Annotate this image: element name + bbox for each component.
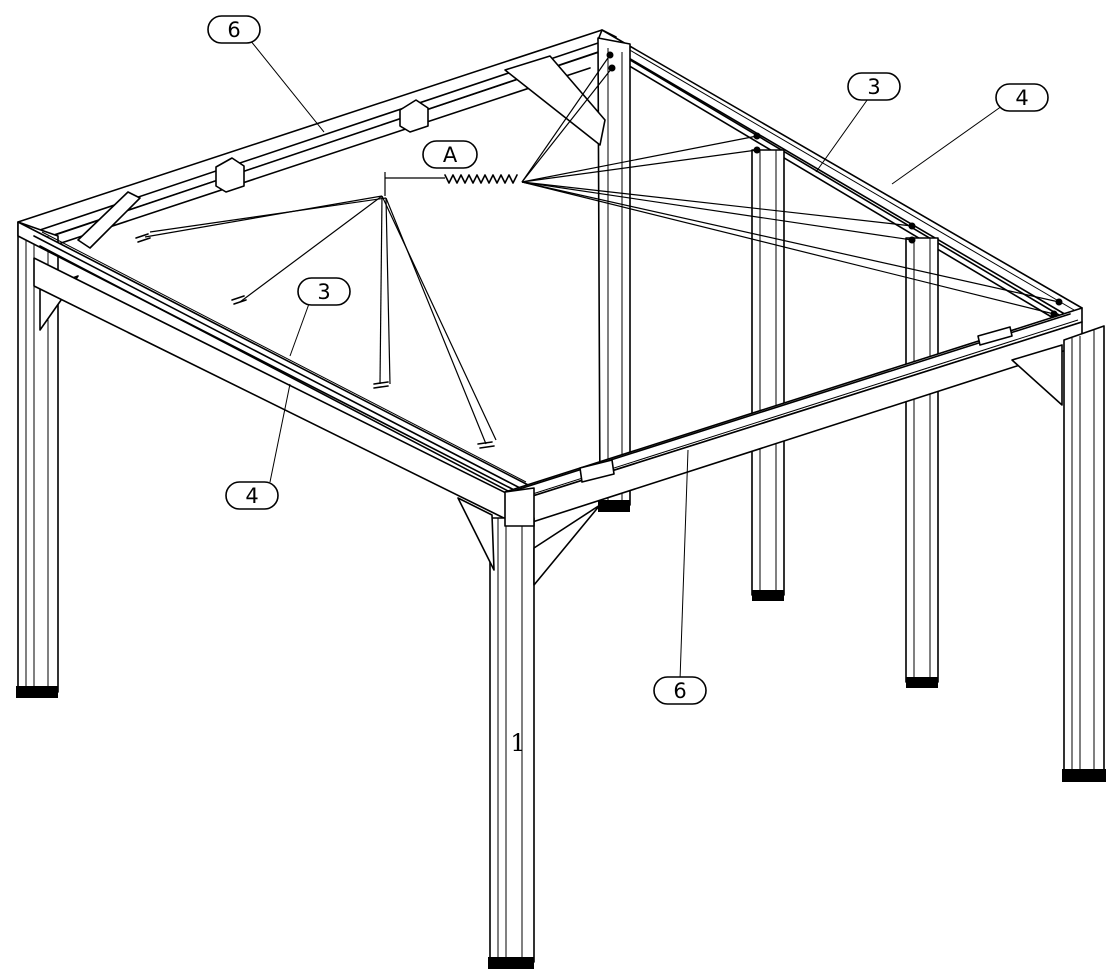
back-left-beam	[17, 29, 617, 251]
svg-text:6: 6	[227, 18, 240, 42]
svg-text:A: A	[443, 143, 458, 167]
front-corner-post	[457, 497, 601, 969]
svg-text:4: 4	[245, 484, 258, 508]
back-right-beam	[597, 29, 1083, 323]
callout-a: A	[422, 140, 478, 169]
callout-4-left: 4	[225, 481, 279, 510]
left-back-brace	[77, 191, 141, 249]
svg-text:3: 3	[867, 75, 880, 99]
right-corner-post	[1011, 325, 1106, 782]
beam-brackets	[215, 99, 1013, 483]
callout-4-right: 4	[995, 83, 1049, 112]
callout-6-top: 6	[207, 15, 261, 44]
connector-a	[384, 172, 518, 196]
svg-text:3: 3	[317, 280, 330, 304]
leg-part-label: 1	[510, 729, 525, 757]
anchor-points	[606, 51, 1063, 318]
front-left-beam	[17, 221, 535, 527]
front-right-beam	[504, 307, 1083, 527]
front-corner-cap	[504, 487, 535, 527]
mid-right-post-1	[751, 149, 785, 601]
svg-text:6: 6	[673, 679, 686, 703]
callout-3-left: 3	[297, 277, 351, 306]
callout-3-right: 3	[847, 72, 901, 101]
leader-lines	[249, 39, 1003, 681]
back-corner-brace	[504, 55, 606, 146]
mid-right-post-2	[905, 237, 939, 688]
back-corner-post	[597, 37, 631, 512]
svg-text:4: 4	[1015, 86, 1028, 110]
right-cables	[521, 54, 1060, 315]
left-cables	[135, 195, 497, 449]
callout-6-front: 6	[653, 676, 707, 705]
